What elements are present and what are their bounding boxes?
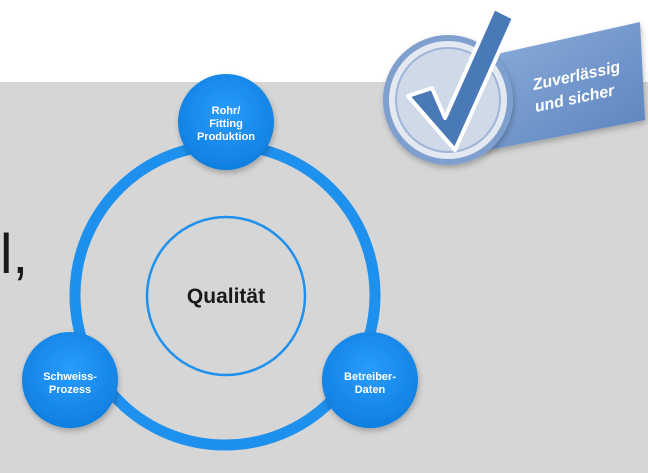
node-left-line-1: Schweiss- [43,371,97,383]
node-top-line-3: Produktion [197,131,255,143]
node-right-line-1: Betreiber- [344,371,396,383]
node-betreiber-daten [322,332,418,428]
badge-ribbon [470,22,645,152]
node-left-line-2: Prozess [49,384,91,396]
check-mark-icon [406,6,516,152]
reliability-badge: Zuverlässig und sicher [383,6,645,165]
node-top-line-2: Fitting [209,118,243,130]
partial-heading-text: l, [0,222,28,285]
quality-circle [145,215,307,377]
node-right-line-2: Daten [355,384,386,396]
node-schweiss-prozess [22,332,118,428]
node-top-line-1: Rohr/ [212,105,241,117]
quality-label: Qualität [187,285,265,308]
node-rohr-fitting-produktion [178,74,274,170]
